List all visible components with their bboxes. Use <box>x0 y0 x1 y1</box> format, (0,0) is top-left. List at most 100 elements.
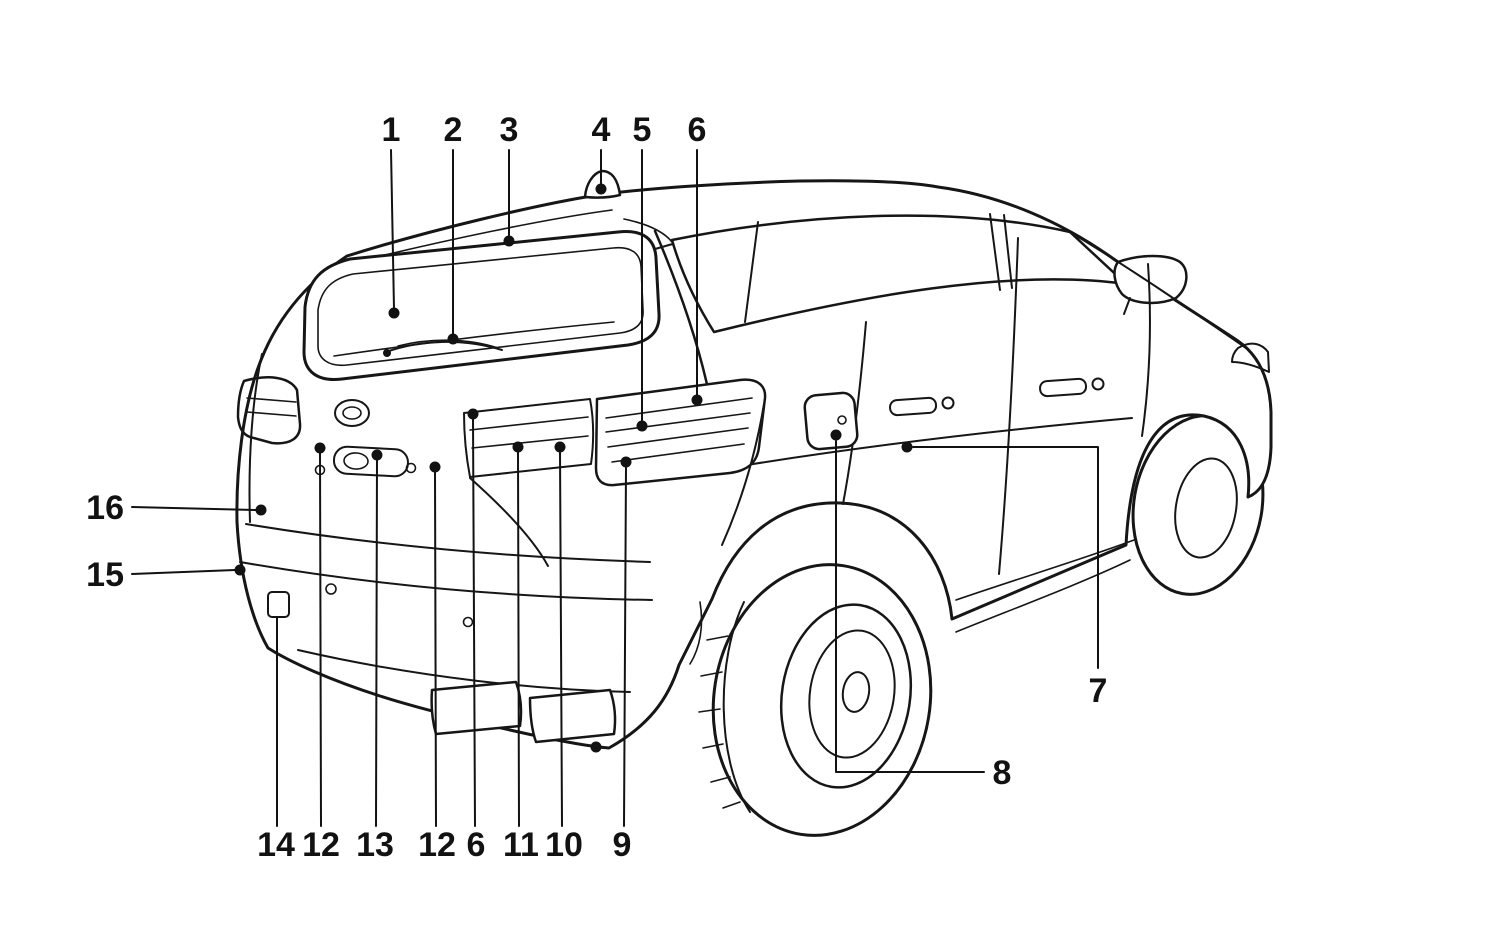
callout-6-bottom-line <box>472 418 476 827</box>
bumper-sensor-module <box>267 591 290 618</box>
callout-6-bottom-label: 6 <box>467 826 486 864</box>
callout-2-dot <box>447 333 459 345</box>
b-pillar-line-2 <box>1003 214 1013 289</box>
rear-wheel-rim <box>808 629 896 759</box>
parcel-shelf-line <box>333 321 615 357</box>
c-pillar-inner <box>623 218 673 243</box>
wiper-pivot <box>383 349 391 357</box>
callout-1: 1 <box>382 111 401 319</box>
exhaust-trim-right <box>528 688 617 744</box>
rear-wheel-hub <box>841 671 871 713</box>
callout-6-top-label: 6 <box>688 111 707 149</box>
callout-7-line <box>912 446 1099 669</box>
callout-6-bottom-dot <box>467 408 479 420</box>
headlamp <box>1231 342 1270 373</box>
callout-8-line <box>835 440 985 773</box>
rear-wheel <box>698 563 933 837</box>
callout-5-label: 5 <box>633 111 652 149</box>
callout-3: 3 <box>500 111 519 247</box>
callout-15-line <box>131 569 236 575</box>
sill-crease-line <box>955 539 1135 601</box>
bumper-top-seam <box>239 561 653 601</box>
callout-11-dot <box>512 441 524 453</box>
callout-12-b-line <box>434 471 437 827</box>
callout-15-dot <box>234 564 246 576</box>
callout-4-dot <box>595 183 607 195</box>
callout-9-label: 9 <box>613 826 632 864</box>
callouts: 1 2 3 4 5 6 16 <box>86 111 1107 864</box>
callout-1-line <box>390 149 395 310</box>
callout-10-dot <box>554 441 566 453</box>
callout-9-line <box>623 466 627 827</box>
mirror-stalk <box>1123 297 1131 315</box>
callout-3-label: 3 <box>500 111 519 149</box>
tire-tread-lines <box>698 635 741 809</box>
callout-13-line <box>375 459 378 827</box>
callout-4: 4 <box>592 111 611 195</box>
fuel-filler-door <box>803 391 859 451</box>
callout-8-dot <box>830 429 842 441</box>
callout-6-top-dot <box>691 394 703 406</box>
callout-16-dot <box>255 504 267 516</box>
callout-10: 10 <box>545 441 583 864</box>
tail-lamp-strip <box>463 398 595 478</box>
callout-12-a-line <box>319 452 322 827</box>
exhaust-trim-left <box>430 680 523 736</box>
callout-9: 9 <box>613 456 632 864</box>
side-mirror <box>1113 254 1188 305</box>
callout-15: 15 <box>86 556 246 594</box>
callout-5: 5 <box>633 111 652 432</box>
callout-6-bottom: 6 <box>467 408 486 864</box>
rear-wheel-sidewall <box>779 603 913 789</box>
front-wheel-rim <box>1174 457 1238 559</box>
callout-11-label: 11 <box>503 826 539 864</box>
callout-12-a: 12 <box>302 442 340 864</box>
parking-sensor-3 <box>590 741 602 753</box>
rear-door-keyhole <box>941 396 955 410</box>
callout-12-a-dot <box>314 442 326 454</box>
callout-1-label: 1 <box>382 111 401 149</box>
c-pillar <box>653 229 712 400</box>
callout-7: 7 <box>901 441 1108 710</box>
callout-15-label: 15 <box>86 556 124 594</box>
callout-2-label: 2 <box>444 111 463 149</box>
body-crease-line <box>715 417 1133 471</box>
callout-16-label: 16 <box>86 489 124 527</box>
callout-12-b: 12 <box>418 461 456 864</box>
hatch-bottom-seam <box>245 523 651 563</box>
callout-13-label: 13 <box>356 826 394 864</box>
rear-door-handle <box>889 396 938 417</box>
callout-14: 14 <box>257 616 295 864</box>
front-door-handle <box>1039 377 1088 398</box>
quarter-window-divider <box>744 221 759 323</box>
callout-12-a-label: 12 <box>302 826 340 864</box>
callout-11-line <box>517 451 520 827</box>
rear-tire <box>711 563 933 837</box>
callout-16-line <box>131 506 257 511</box>
callout-14-label: 14 <box>257 826 295 864</box>
b-pillar-line-1 <box>989 213 1001 291</box>
front-door-seam <box>998 237 1019 575</box>
callout-8: 8 <box>830 429 1011 792</box>
callout-10-label: 10 <box>545 826 583 864</box>
callout-7-dot <box>901 441 913 453</box>
callout-7-label: 7 <box>1089 672 1108 710</box>
hatch-left-contour <box>248 353 263 523</box>
callout-4-label: 4 <box>592 111 611 149</box>
callout-13: 13 <box>356 449 394 864</box>
plate-lamp-right <box>405 462 417 474</box>
sill-inner-line <box>955 559 1131 633</box>
callout-6-top: 6 <box>688 111 707 406</box>
callout-16: 16 <box>86 489 267 527</box>
rear-tire-tread-edge <box>722 601 751 813</box>
callout-1-dot <box>388 307 400 319</box>
front-fender-seam <box>1141 263 1151 437</box>
callout-12-b-label: 12 <box>418 826 456 864</box>
wiper-arm <box>385 340 503 353</box>
callout-2: 2 <box>444 111 463 345</box>
parking-sensor-2 <box>462 616 474 628</box>
callout-5-dot <box>636 420 648 432</box>
rear-camera <box>343 452 369 470</box>
